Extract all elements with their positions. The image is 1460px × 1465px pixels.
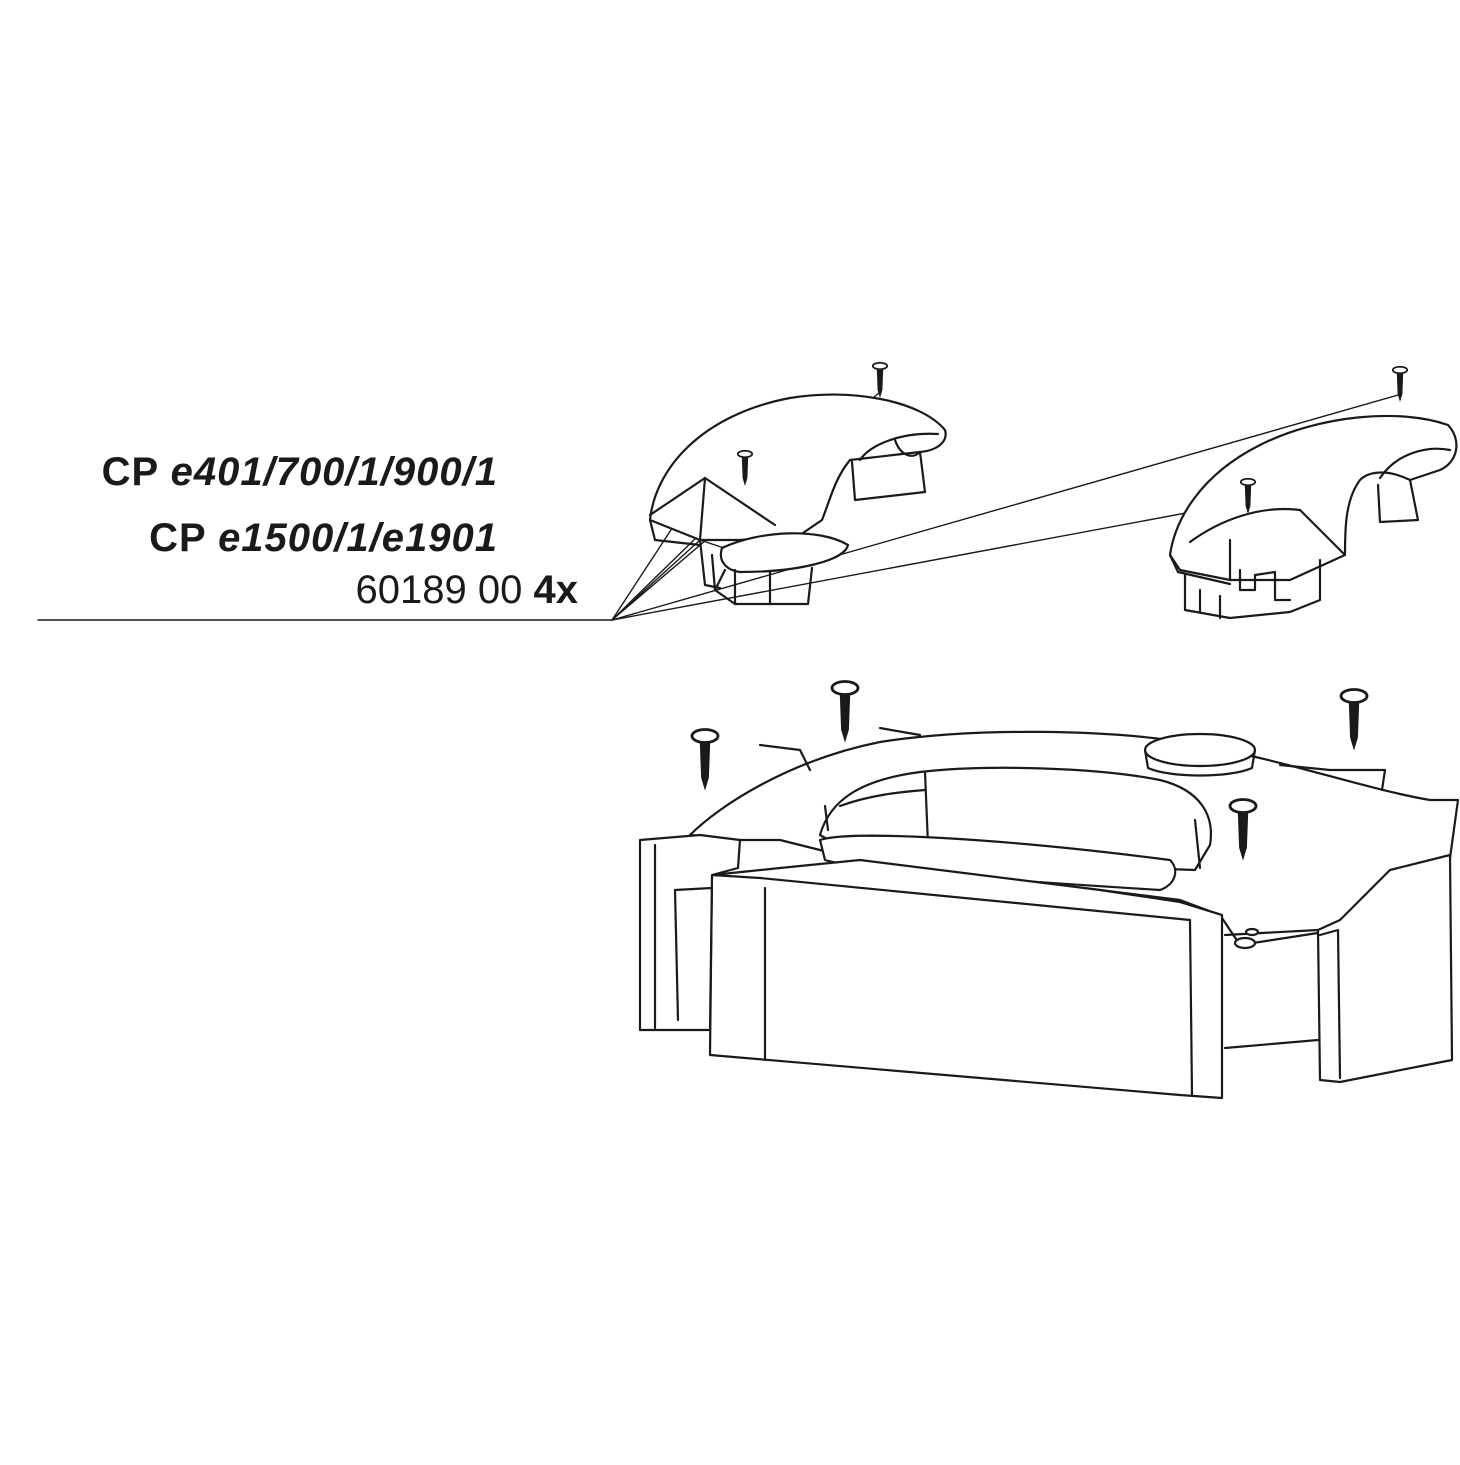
model-list-1: e401/700/1/900/1: [170, 450, 498, 494]
screw-icon: [1391, 365, 1409, 402]
screw-icon: [1339, 688, 1369, 751]
model-list-2b: e1901: [381, 516, 498, 560]
screw-icon: [690, 728, 720, 791]
filter-head-icon: [638, 726, 1460, 1100]
part-number: 60189 00: [355, 568, 523, 612]
part-number-label: 60189 00 4x: [356, 568, 578, 613]
screw-icon: [1239, 477, 1257, 514]
model-prefix: CP: [101, 450, 171, 494]
leader-lines: [37, 391, 1399, 621]
clip-part-icon: [648, 393, 947, 606]
model-list-2a: e1500/1/: [218, 516, 382, 560]
model-label-1: CP e401/700/1/900/1: [102, 450, 498, 495]
screw-icon: [1228, 798, 1258, 861]
clip-part-icon: [1168, 414, 1458, 620]
screw-icon: [830, 680, 860, 743]
model-label-2: CP e1500/1/e1901: [149, 516, 498, 561]
quantity-badge: 4x: [533, 568, 579, 612]
screw-icon: [871, 361, 889, 398]
model-prefix: CP: [149, 516, 219, 560]
screw-icon: [736, 449, 754, 486]
